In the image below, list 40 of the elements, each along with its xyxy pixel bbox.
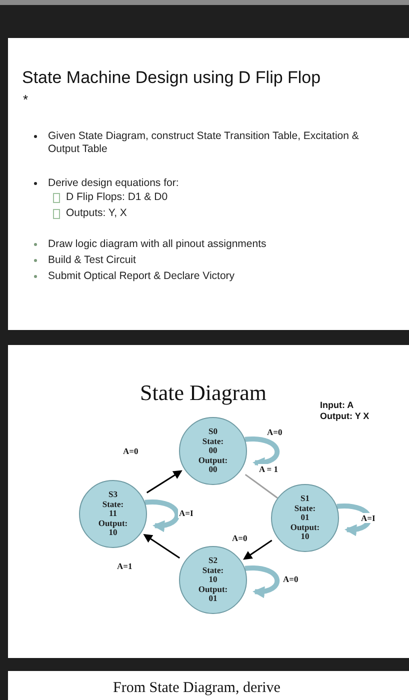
bullet-text: Draw logic diagram with all pinout assignments: [48, 238, 268, 251]
state-text: State: 00: [202, 436, 224, 456]
state-text: State: 10: [202, 566, 224, 585]
self-loop-arrow: [244, 436, 280, 468]
arrow: [143, 534, 180, 559]
edge-label: A = 1: [258, 464, 280, 474]
edge-label: A=0: [266, 427, 284, 437]
bullet-text: Outputs: Y, X: [66, 207, 128, 220]
arrow: [243, 540, 272, 560]
edge-label: A=0: [231, 533, 248, 543]
self-loop-arrow: [244, 566, 280, 598]
state-text: State: 01: [294, 504, 316, 523]
bullet-text: Build & Test Circuit: [48, 254, 137, 267]
slide-heading: State Machine Design using D Flip Flop: [22, 68, 321, 88]
state-text: Output: 00: [198, 456, 228, 475]
slide-heading: State Diagram: [140, 380, 266, 406]
io-note: Input: A: [320, 400, 354, 410]
state-name: S0: [208, 427, 218, 437]
edge-label: A=I: [360, 513, 376, 523]
bullet-text: Submit Optical Report & Declare Victory: [48, 270, 236, 283]
state-name: S1: [300, 494, 310, 504]
edge-label: A=0: [122, 446, 140, 456]
edge-label: A=0: [282, 574, 300, 584]
edge-label: A=I: [178, 508, 194, 518]
edge-label: A=1: [116, 561, 134, 571]
state-name: S2: [208, 556, 218, 566]
io-note: Output: Y X: [320, 411, 370, 421]
state-name: S3: [108, 490, 118, 500]
bullet-text: D Flip Flops: D1 & D0: [66, 191, 169, 204]
arrow: [146, 470, 182, 494]
state-text: Output: 01: [198, 584, 228, 604]
bullet-text: Derive design equations for:: [48, 177, 180, 190]
self-loop-arrow: [144, 500, 180, 532]
self-loop-arrow: [336, 504, 372, 536]
slide-heading: From State Diagram, derive: [113, 680, 280, 697]
asterisk-note: *: [23, 92, 28, 107]
state-text: Output: 10: [290, 522, 320, 542]
bullet-text: Given State Diagram, construct State Transition Table, Excitation & Output Table: [48, 130, 360, 156]
state-text: Output: 10: [98, 518, 128, 538]
state-text: State: 11: [102, 500, 124, 519]
